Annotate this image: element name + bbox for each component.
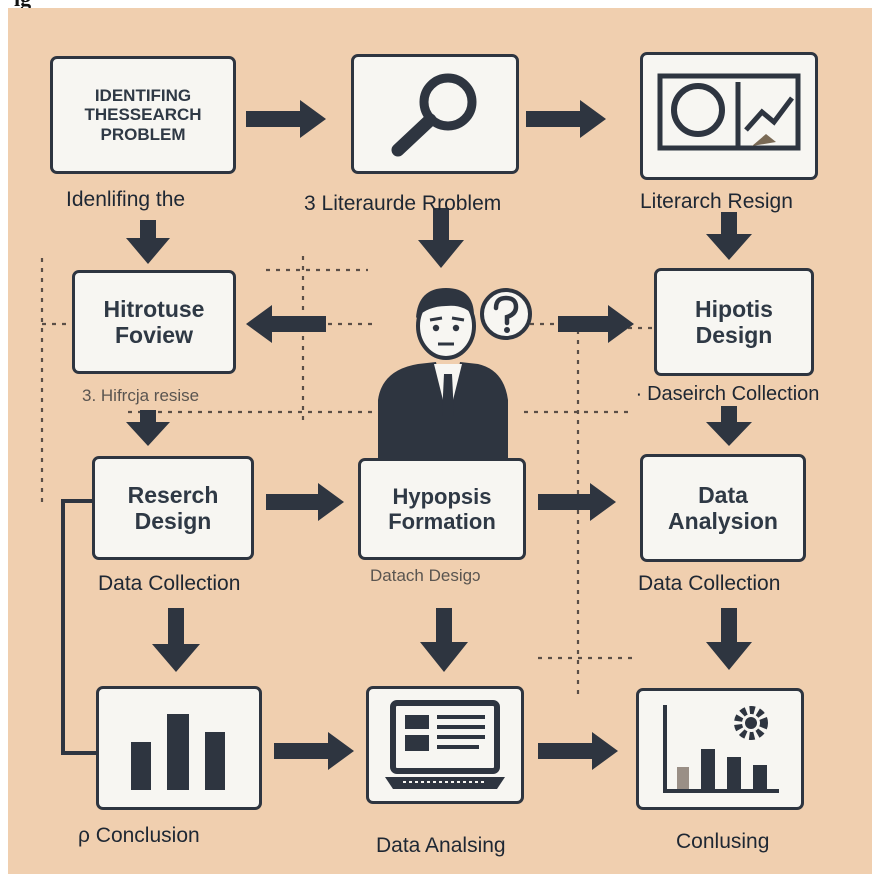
caption-hitrotuse: 3. Hifrcja resise [82, 386, 200, 405]
node-identifying: IDENTIFING THESSEARCH PROBLEM [50, 56, 236, 174]
node-analysion: Data Analysion [640, 454, 806, 562]
caption-hipotis: ∙ Daseirch Collection [636, 383, 820, 405]
arrow-down-col3-r1 [706, 212, 752, 260]
node-identifying-title: IDENTIFING THESSEARCH PROBLEM [84, 85, 202, 144]
arrow-right-2 [526, 100, 606, 138]
arrows-down [126, 208, 752, 672]
researcher-figure [368, 270, 538, 460]
caption-literature: 3 Literaurde Rroblem [304, 192, 502, 215]
arrows-row4 [274, 732, 618, 770]
node-hipotis-title: Hipotis Design [695, 295, 773, 348]
researcher-question-icon [378, 288, 532, 460]
node-analysion-title: Data Analysion [668, 481, 778, 534]
arrow-down-col1-r3 [152, 608, 200, 672]
node-hitrotuse-title: Hitrotuse Foview [103, 295, 205, 348]
node-hitrotuse: Hitrotuse Foview [72, 270, 236, 374]
node-hipotis: Hipotis Design [654, 268, 814, 376]
feedback-line [61, 499, 100, 755]
node-reserch: Reserch Design [92, 456, 254, 560]
node-hypopsis: Hypopsis Formation [358, 458, 526, 560]
arrow-right-hipotis [558, 305, 634, 343]
arrow-down-col1-r2 [126, 410, 170, 446]
arrow-left-hitrotuse [246, 305, 326, 343]
node-hypopsis-title: Hypopsis Formation [388, 483, 496, 534]
connector-layer [40, 100, 752, 770]
magnifier-icon [391, 73, 477, 157]
node-conclusion [96, 686, 262, 810]
node-reserch-title: Reserch Design [127, 481, 219, 534]
caption-research-design-top: Literarch Resign [640, 190, 793, 213]
node-analysing [366, 686, 524, 804]
arrows-row2 [246, 305, 634, 343]
caption-analysing: Data Analsing [376, 834, 506, 857]
dashed-guides [40, 256, 658, 698]
caption-conlusing: Conlusing [676, 830, 770, 853]
caption-conclusion: ρ Conclusion [78, 824, 200, 847]
bar-chart-icon [131, 714, 225, 790]
arrow-down-col2-r1 [418, 208, 464, 268]
arrow-right-1 [246, 100, 326, 138]
arrow-down-col2-r3 [420, 608, 468, 672]
arrow-right-4a [274, 732, 354, 770]
arrow-right-3a [266, 483, 344, 521]
chart-frame-icon [657, 73, 801, 151]
caption-hypopsis: Datach Desigɔ [370, 566, 481, 585]
arrows-row3 [266, 483, 616, 521]
chart-gear-icon [663, 705, 779, 793]
node-conlusing [636, 688, 804, 810]
node-research-design-top [640, 52, 818, 180]
header-fragment: ig [14, 0, 31, 10]
arrow-down-col3-r3 [706, 608, 752, 670]
caption-identifying: Idenlifing the [66, 188, 186, 211]
caption-reserch: Data Collection [98, 572, 241, 595]
arrow-down-col1-r1 [126, 220, 170, 264]
arrow-right-3b [538, 483, 616, 521]
node-literature [351, 54, 519, 174]
arrow-down-col3-r2 [706, 406, 752, 446]
computer-screen-icon [385, 700, 505, 789]
arrow-right-4b [538, 732, 618, 770]
caption-analysion: Data Collection [638, 572, 781, 595]
arrows-row1 [246, 100, 606, 138]
diagram-canvas: IDENTIFING THESSEARCH PROBLEM Idenlifing… [8, 8, 872, 874]
